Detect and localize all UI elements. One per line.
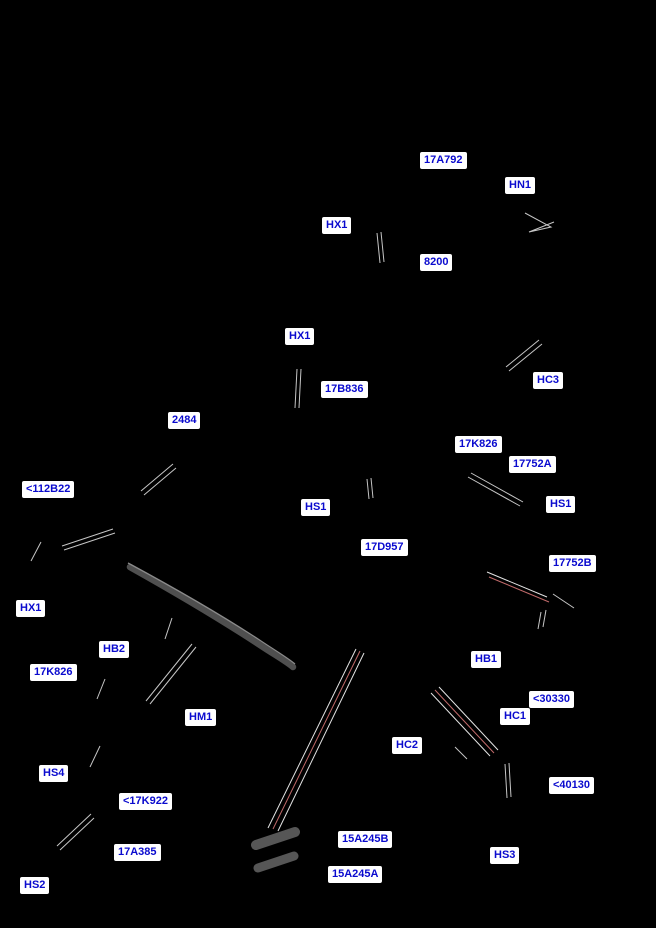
part-label-2484[interactable]: 2484: [168, 412, 201, 429]
part-label-112b22[interactable]: <112B22: [22, 481, 75, 498]
clip-art-left2: [96, 678, 106, 700]
part-label-hc3[interactable]: HC3: [533, 372, 564, 389]
clip-art-hb1: [537, 609, 547, 630]
part-label-17752b[interactable]: 17752B: [549, 555, 596, 572]
wiper-arm-highlight-17752b: [486, 571, 550, 603]
wiper-blade-bottom-art: [251, 827, 300, 873]
part-label-17b836[interactable]: 17B836: [321, 381, 368, 398]
part-label-hb1[interactable]: HB1: [471, 651, 502, 668]
part-label-8200[interactable]: 8200: [420, 254, 453, 271]
clip-art-hs4: [89, 745, 101, 768]
part-label-hc2[interactable]: HC2: [392, 737, 423, 754]
hose-art-center: [294, 368, 302, 409]
part-label-17k826-right[interactable]: 17K826: [455, 436, 502, 453]
part-label-40130[interactable]: <40130: [549, 777, 595, 794]
part-label-30330[interactable]: <30330: [529, 691, 575, 708]
clip-art-left: [30, 541, 42, 562]
part-label-hs1-right[interactable]: HS1: [546, 496, 576, 513]
part-label-hs1-center[interactable]: HS1: [301, 499, 331, 516]
part-label-hs4[interactable]: HS4: [39, 765, 69, 782]
part-label-hs2[interactable]: HS2: [20, 877, 50, 894]
part-label-hn1[interactable]: HN1: [505, 177, 536, 194]
pointer-line-art: [61, 528, 116, 551]
linkage-art-right: [505, 339, 543, 372]
part-label-15a245b[interactable]: 15A245B: [338, 831, 393, 848]
pivot-art-left: [164, 617, 173, 640]
part-label-17a385[interactable]: 17A385: [114, 844, 161, 861]
linkage-art-left: [140, 463, 177, 496]
part-label-17k922[interactable]: <17K922: [119, 793, 172, 810]
part-label-17a792[interactable]: 17A792: [420, 152, 467, 169]
part-label-hm1[interactable]: HM1: [185, 709, 217, 726]
arm-hook-art: [524, 212, 555, 233]
nozzle-art: [376, 231, 385, 264]
part-label-hx1-top[interactable]: HX1: [322, 217, 352, 234]
part-label-hb2[interactable]: HB2: [99, 641, 130, 658]
arm-art-right-upper: [467, 472, 524, 507]
part-label-hs3[interactable]: HS3: [490, 847, 520, 864]
part-label-hx1-mid[interactable]: HX1: [285, 328, 315, 345]
part-label-hc1[interactable]: HC1: [500, 708, 531, 725]
part-label-hx1-left[interactable]: HX1: [16, 600, 46, 617]
arm-art-bottom-left: [56, 813, 95, 851]
part-label-17k826-left[interactable]: 17K826: [30, 664, 77, 681]
part-label-17752a[interactable]: 17752A: [509, 456, 556, 473]
pivot-art-center: [366, 477, 374, 500]
part-label-17d957[interactable]: 17D957: [361, 539, 408, 556]
wiper-arm-highlight-right: [430, 686, 499, 757]
part-label-15a245a[interactable]: 15A245A: [328, 866, 383, 883]
arm-art-left: [145, 643, 197, 705]
wiper-blade-curve-art: [126, 562, 297, 671]
wiper-arm-highlight-center: [267, 648, 365, 832]
clip-art-right: [552, 593, 575, 609]
clip-art-hc2: [454, 746, 468, 760]
hose-art-right: [504, 762, 512, 799]
